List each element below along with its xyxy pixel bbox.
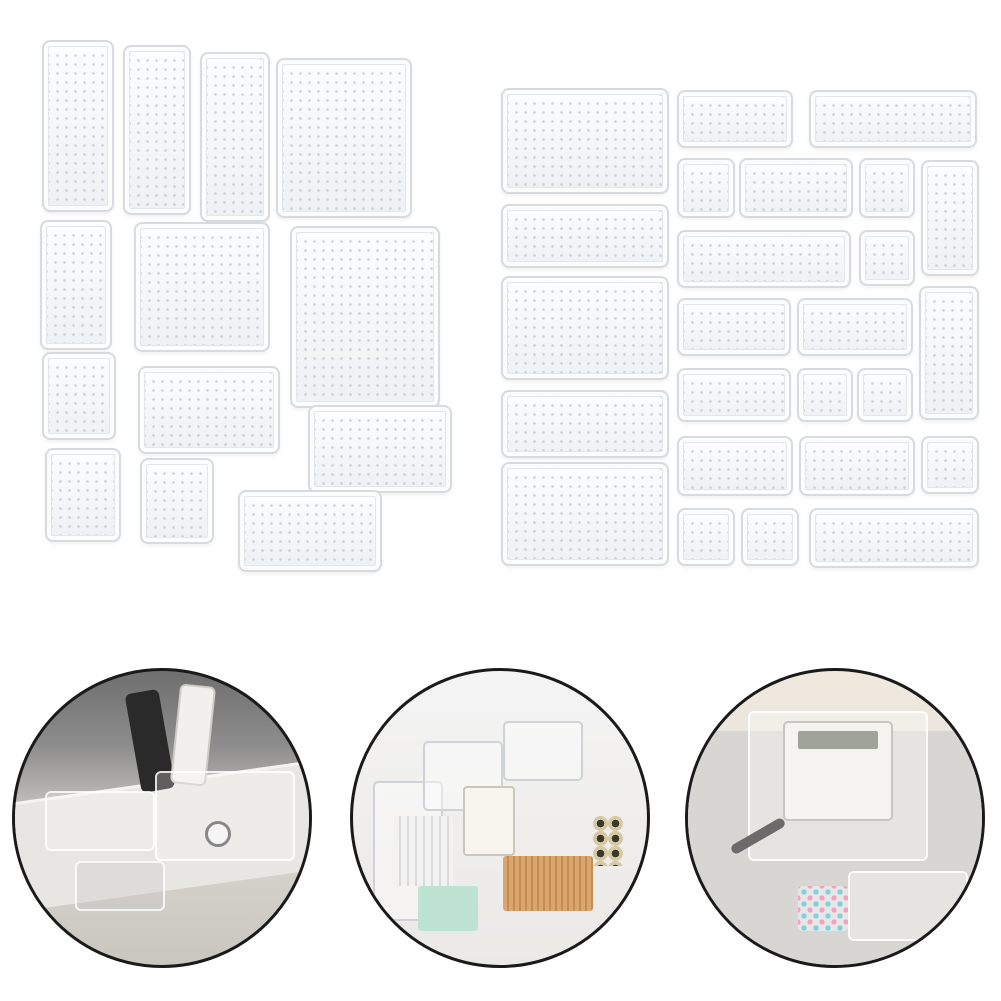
office-drawer-photo	[685, 668, 985, 968]
washi-tape-rolls	[593, 816, 623, 866]
organizer-tray	[859, 158, 915, 218]
organizer-tray	[138, 366, 280, 454]
organizer-tray	[501, 276, 669, 380]
binder-clips	[798, 886, 848, 931]
organizer-tray	[238, 490, 382, 572]
organizer-tray	[501, 204, 669, 268]
organizer-tray	[501, 390, 669, 458]
organizer-tray	[857, 368, 913, 422]
organizer-tray	[677, 368, 791, 422]
organizer-tray	[799, 436, 915, 496]
organizer-tray	[200, 52, 270, 222]
organizer-set-left	[0, 0, 470, 600]
organizer-tray	[45, 448, 121, 542]
organizer-set-right	[495, 80, 985, 580]
wooden-sticks	[503, 856, 593, 911]
organizer-tray	[677, 436, 793, 496]
organizer-tray	[134, 222, 270, 352]
jewelry-tray	[75, 861, 165, 911]
calculator	[463, 786, 515, 856]
organizer-tray	[123, 45, 191, 215]
calculator-display	[798, 731, 878, 749]
organizer-tray	[42, 40, 114, 212]
clear-tray	[848, 871, 968, 941]
clear-tray	[45, 791, 155, 851]
organizer-tray	[921, 436, 979, 494]
clear-tray	[155, 771, 295, 861]
organizer-tray	[809, 508, 979, 568]
organizer-tray	[290, 226, 440, 408]
organizer-tray	[677, 298, 791, 356]
organizer-tray	[501, 88, 669, 194]
organizer-tray	[809, 90, 977, 148]
wristwatch	[205, 821, 231, 847]
notebook	[418, 886, 478, 931]
organizer-tray	[919, 286, 979, 420]
organizer-tray	[677, 230, 851, 288]
organizer-tray	[739, 158, 853, 218]
organizer-tray	[921, 160, 979, 276]
organizer-tray	[501, 462, 669, 566]
organizer-tray	[797, 368, 853, 422]
clear-tray	[503, 721, 583, 781]
desk-drawer-photo	[350, 668, 650, 968]
organizer-tray	[677, 90, 793, 148]
pen-bundle	[393, 816, 453, 886]
organizer-tray	[40, 220, 112, 350]
organizer-tray	[276, 58, 412, 218]
organizer-tray	[42, 352, 116, 440]
organizer-tray	[797, 298, 913, 356]
organizer-tray	[859, 230, 915, 286]
organizer-tray	[677, 508, 735, 566]
organizer-tray	[308, 405, 452, 493]
organizer-tray	[741, 508, 799, 566]
organizer-tray	[677, 158, 735, 218]
organizer-tray	[140, 458, 214, 544]
bedside-drawer-photo	[12, 668, 312, 968]
